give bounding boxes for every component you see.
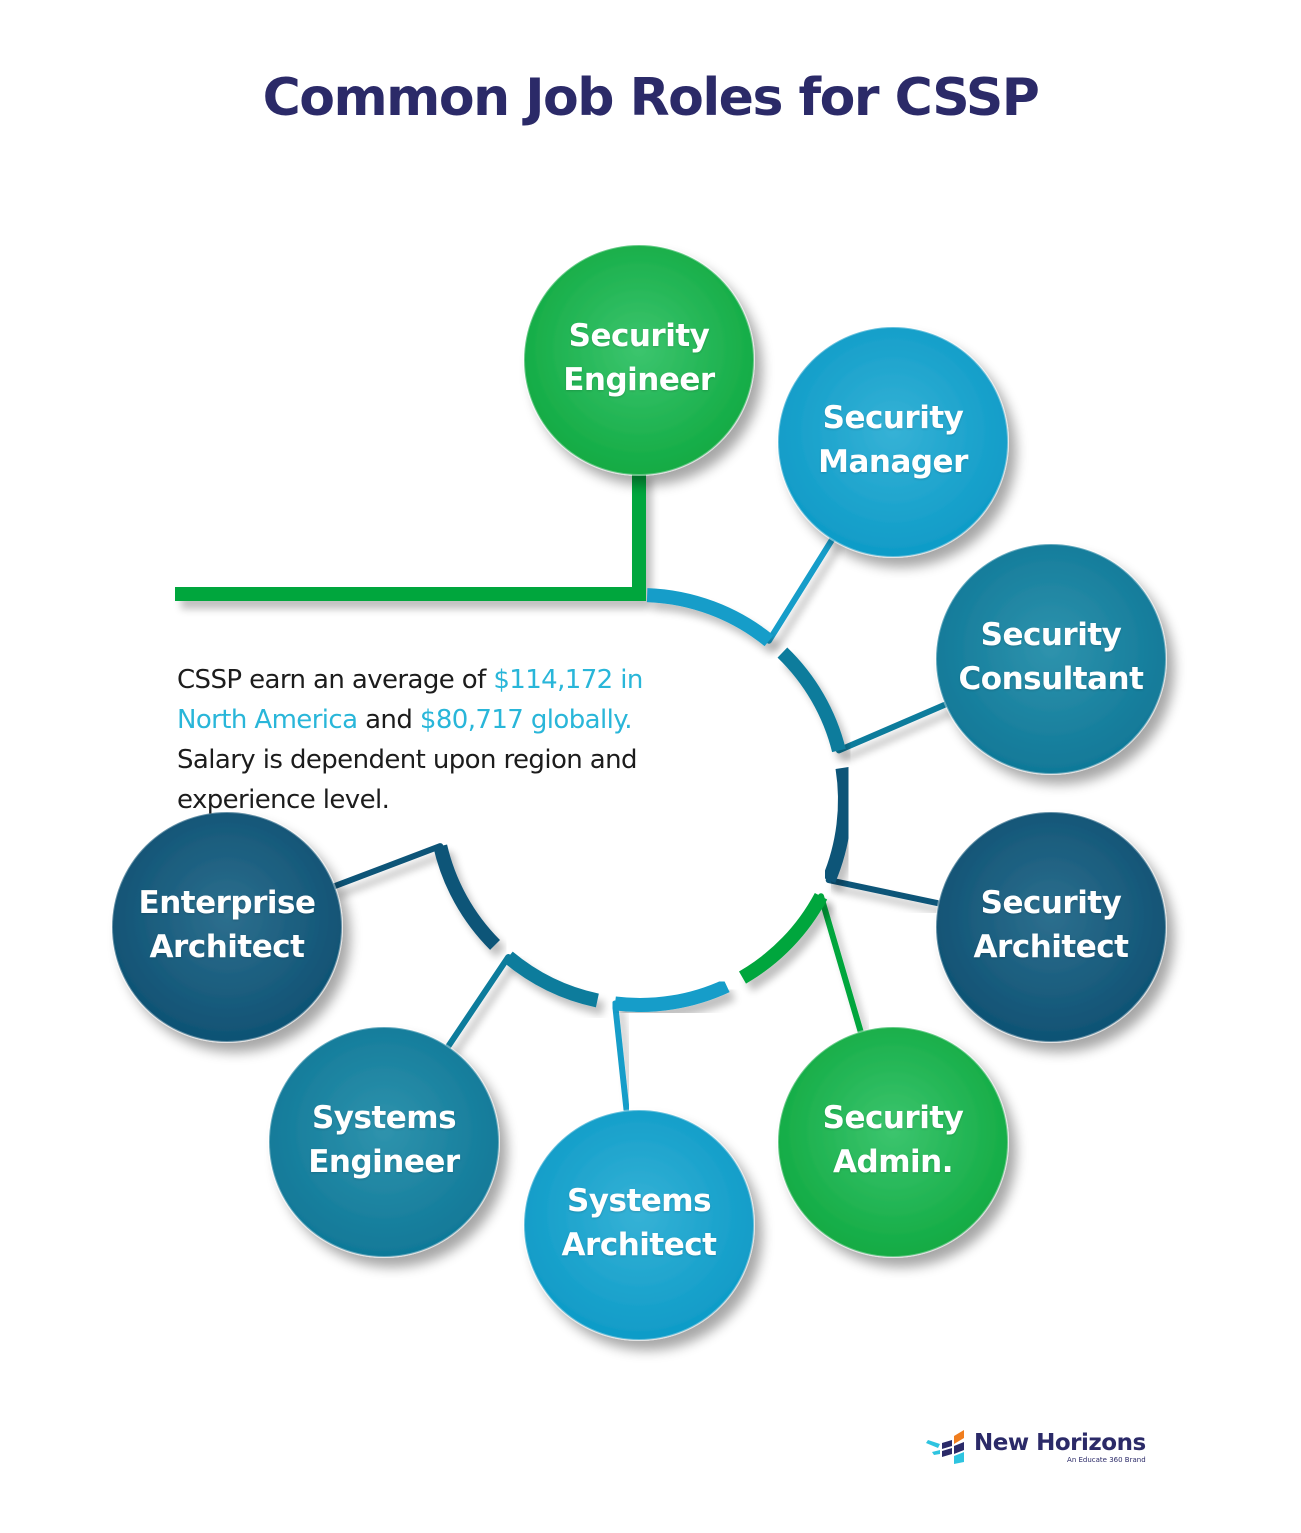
brand-logo: New Horizons An Educate 360 Brand <box>926 1430 1146 1464</box>
role-circle-systems-architect <box>523 1109 755 1341</box>
arc-segment-systems-architect <box>614 979 730 1012</box>
arc-segment-enterprise-architect <box>433 844 501 950</box>
connector-enterprise-architect <box>331 843 444 890</box>
arc-segment-security-consultant <box>777 647 846 753</box>
connector-security-manager <box>766 536 836 644</box>
desc-part2: and <box>357 705 420 735</box>
salary-global: $80,717 globally. <box>419 705 633 735</box>
arc-segment-security-architect <box>822 766 852 883</box>
connector-security-consultant <box>835 701 949 754</box>
connector-systems-engineer <box>445 954 512 1050</box>
connector-security-engineer <box>175 470 646 601</box>
role-circle-security-admin <box>777 1026 1009 1258</box>
logo-name: New Horizons <box>974 1429 1146 1456</box>
connector-security-admin <box>818 893 864 1035</box>
connector-security-architect <box>825 877 942 907</box>
logo-tagline: An Educate 360 Brand <box>1067 1455 1146 1464</box>
role-circle-security-engineer <box>523 244 755 476</box>
role-circle-security-architect <box>935 811 1167 1043</box>
arc-segment-security-manager <box>646 588 774 647</box>
salary-description: CSSP earn an average of $114,172 in Nort… <box>177 660 647 820</box>
page-title: Common Job Roles for CSSP <box>262 68 1040 128</box>
role-circle-security-consultant <box>935 543 1167 775</box>
role-circle-enterprise-architect <box>111 811 343 1043</box>
role-circle-systems-engineer <box>268 1026 500 1258</box>
arc-segment-security-admin <box>738 892 828 984</box>
arc-segment-systems-engineer <box>503 951 599 1008</box>
salary-north-america: $114,172 in North America <box>177 665 643 735</box>
new-horizons-logo-icon <box>926 1430 964 1464</box>
desc-part1: CSSP earn an average of <box>177 665 494 695</box>
connector-systems-architect <box>612 1000 630 1114</box>
role-circle-security-manager <box>777 326 1009 558</box>
desc-part3: Salary is dependent upon region and expe… <box>177 745 638 815</box>
